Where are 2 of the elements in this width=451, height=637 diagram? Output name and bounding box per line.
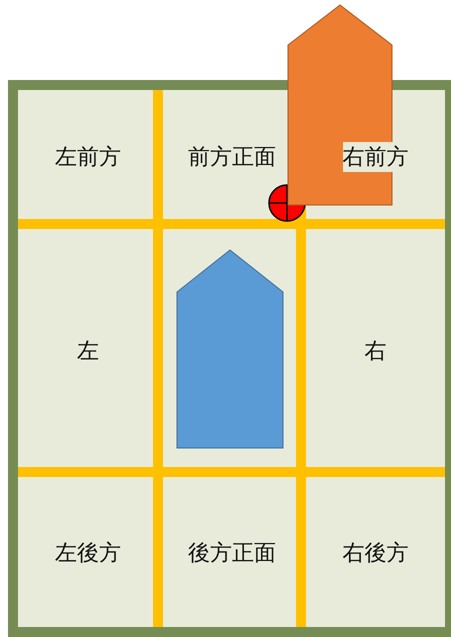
pentagon-marker xyxy=(176,249,284,448)
grid-frame xyxy=(8,80,451,637)
